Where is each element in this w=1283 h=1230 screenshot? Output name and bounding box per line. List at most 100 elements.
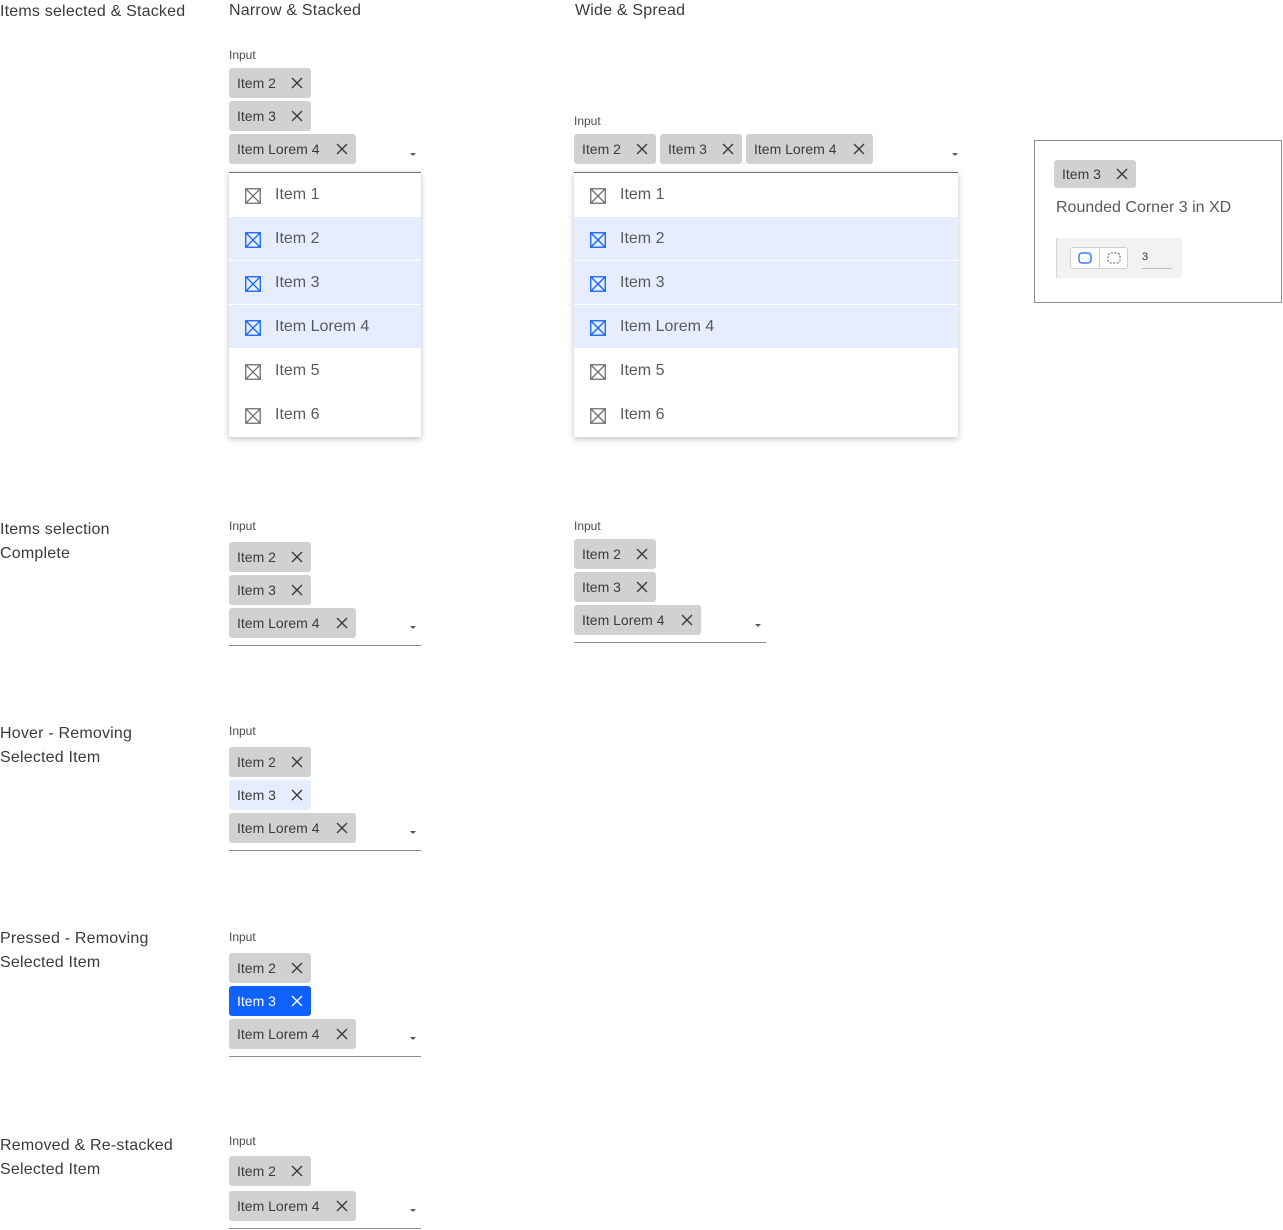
chip-label: Item Lorem 4 [237, 1026, 320, 1042]
close-icon[interactable] [722, 143, 734, 155]
caret-down-icon[interactable] [410, 1037, 416, 1040]
checkbox-selected-icon[interactable] [590, 276, 606, 292]
chip-item-2[interactable]: Item 2 [229, 747, 311, 777]
close-icon[interactable] [1116, 168, 1128, 180]
chip-label: Item 3 [668, 141, 707, 157]
caret-down-icon[interactable] [410, 831, 416, 834]
close-icon[interactable] [336, 1200, 348, 1212]
menu-item-label: Item 2 [275, 229, 320, 247]
close-icon[interactable] [291, 110, 303, 122]
rounded-corner-icon[interactable] [1078, 252, 1092, 264]
chip-item-2[interactable]: Item 2 [229, 542, 311, 572]
close-icon[interactable] [636, 581, 648, 593]
input-label: Input [229, 1134, 256, 1148]
menu-item-1[interactable]: Item 1 [229, 173, 421, 217]
close-icon[interactable] [681, 614, 693, 626]
chip-item-lorem-4[interactable]: Item Lorem 4 [229, 1191, 356, 1221]
checkbox-icon[interactable] [590, 364, 606, 380]
close-icon[interactable] [291, 584, 303, 596]
chip-item-3-hover[interactable]: Item 3 [229, 780, 311, 810]
menu-item-label: Item 3 [620, 273, 665, 291]
chip-item-3[interactable]: Item 3 [574, 572, 656, 602]
checkbox-selected-icon[interactable] [245, 276, 261, 292]
chip-label: Item Lorem 4 [237, 141, 320, 157]
close-icon[interactable] [336, 1028, 348, 1040]
chip-item-2[interactable]: Item 2 [229, 953, 311, 983]
close-icon[interactable] [636, 548, 648, 560]
row-label-hover: Hover - Removing Selected Item [0, 725, 133, 766]
chip-item-2[interactable]: Item 2 [574, 539, 656, 569]
close-icon[interactable] [636, 143, 648, 155]
dashed-corner-icon[interactable] [1107, 252, 1121, 264]
corner-radius-callout: Item 3 Rounded Corner 3 in XD 3 [1034, 140, 1282, 303]
chip-item-3[interactable]: Item 3 [229, 575, 311, 605]
field-underline [229, 1228, 421, 1229]
checkbox-selected-icon[interactable] [590, 320, 606, 336]
chip-item-lorem-4[interactable]: Item Lorem 4 [229, 1019, 356, 1049]
checkbox-icon[interactable] [245, 408, 261, 424]
checkbox-selected-icon[interactable] [590, 232, 606, 248]
close-icon[interactable] [853, 143, 865, 155]
close-icon[interactable] [291, 756, 303, 768]
radius-value[interactable]: 3 [1142, 251, 1149, 263]
caret-down-icon[interactable] [410, 626, 416, 629]
menu-item-2[interactable]: Item 2 [574, 217, 958, 261]
chip-label: Item Lorem 4 [237, 1198, 320, 1214]
close-icon[interactable] [336, 143, 348, 155]
menu-item-5[interactable]: Item 5 [229, 349, 421, 393]
chip-item-lorem-4[interactable]: Item Lorem 4 [574, 605, 701, 635]
close-icon[interactable] [291, 995, 303, 1007]
row-label-removed: Removed & Re-stacked Selected Item [0, 1137, 173, 1178]
close-icon[interactable] [291, 962, 303, 974]
chip-item-3[interactable]: Item 3 [660, 134, 742, 164]
chip-item-3-pressed[interactable]: Item 3 [229, 986, 311, 1016]
chip-label: Item 2 [237, 75, 276, 91]
menu-item-3[interactable]: Item 3 [229, 261, 421, 305]
menu-item-2[interactable]: Item 2 [229, 217, 421, 261]
caret-down-icon[interactable] [952, 153, 958, 156]
chip-label: Item 2 [237, 754, 276, 770]
chip-item-lorem-4[interactable]: Item Lorem 4 [229, 134, 356, 164]
close-icon[interactable] [336, 617, 348, 629]
close-icon[interactable] [291, 551, 303, 563]
field-underline [574, 642, 766, 643]
chip-item-3[interactable]: Item 3 [1054, 160, 1136, 188]
chip-label: Item 2 [237, 1163, 276, 1179]
caret-down-icon[interactable] [410, 153, 416, 156]
menu-item-1[interactable]: Item 1 [574, 173, 958, 217]
caret-down-icon[interactable] [410, 1209, 416, 1212]
menu-item-5[interactable]: Item 5 [574, 349, 958, 393]
chip-item-lorem-4[interactable]: Item Lorem 4 [229, 813, 356, 843]
menu-item-label: Item 6 [620, 406, 665, 423]
menu-item-3[interactable]: Item 3 [574, 261, 958, 305]
chip-label: Item 2 [582, 546, 621, 562]
close-icon[interactable] [291, 77, 303, 89]
menu-item-4[interactable]: Item Lorem 4 [229, 305, 421, 349]
corner-mode-toggle[interactable] [1070, 247, 1128, 269]
chip-item-lorem-4[interactable]: Item Lorem 4 [746, 134, 873, 164]
checkbox-icon[interactable] [245, 364, 261, 380]
close-icon[interactable] [291, 1165, 303, 1177]
checkbox-icon[interactable] [245, 188, 261, 204]
caret-down-icon[interactable] [755, 624, 761, 627]
checkbox-icon[interactable] [590, 188, 606, 204]
chip-item-lorem-4[interactable]: Item Lorem 4 [229, 608, 356, 638]
chip-item-2[interactable]: Item 2 [229, 68, 311, 98]
chip-item-2[interactable]: Item 2 [574, 134, 656, 164]
checkbox-icon[interactable] [590, 408, 606, 424]
menu-item-4[interactable]: Item Lorem 4 [574, 305, 958, 349]
chip-label: Item 3 [582, 579, 621, 595]
menu-item-6[interactable]: Item 6 [574, 393, 958, 437]
close-icon[interactable] [291, 789, 303, 801]
chip-label: Item Lorem 4 [582, 612, 665, 628]
checkbox-selected-icon[interactable] [245, 320, 261, 336]
chip-item-2[interactable]: Item 2 [229, 1156, 311, 1186]
close-icon[interactable] [336, 822, 348, 834]
chip-item-3[interactable]: Item 3 [229, 101, 311, 131]
xd-radius-panel: 3 [1056, 238, 1182, 278]
field-underline [229, 645, 421, 646]
checkbox-selected-icon[interactable] [245, 232, 261, 248]
row-label-complete: Items selection Complete [0, 521, 110, 562]
menu-item-6[interactable]: Item 6 [229, 393, 421, 437]
input-label: Input [229, 48, 256, 62]
